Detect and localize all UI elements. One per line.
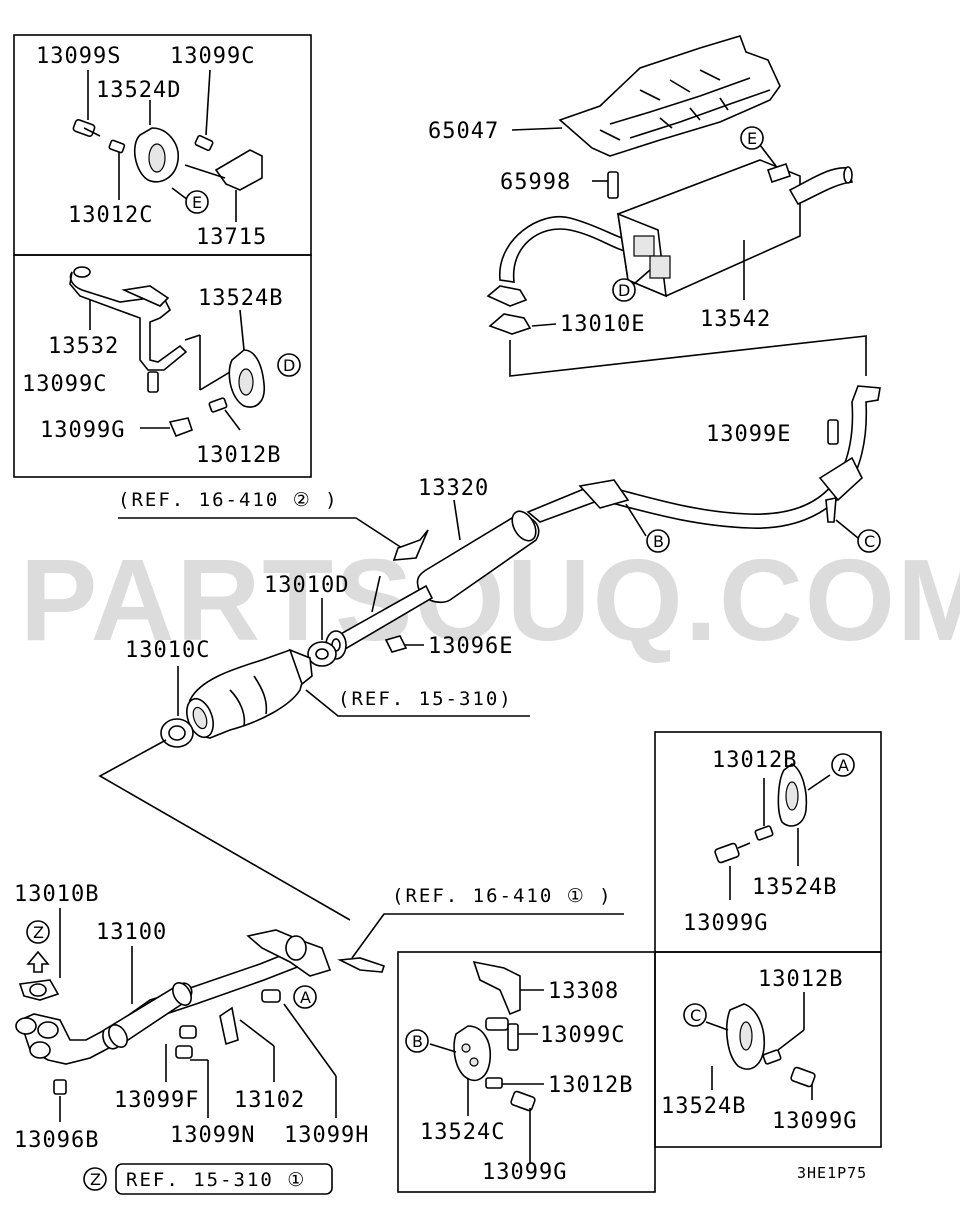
label-13099N: 13099N (170, 1123, 255, 1148)
label-13099F: 13099F (114, 1088, 199, 1113)
marker-e-top: E (192, 193, 202, 212)
connection-line-z (98, 739, 351, 921)
marker-z-bottom (83, 1167, 107, 1191)
label-65998: 65998 (500, 170, 571, 195)
label-13099G-c: 13099G (772, 1109, 857, 1134)
bolt-13099E (827, 419, 839, 445)
label-13524B-a: 13524B (752, 875, 837, 900)
label-13012B-b: 13012B (548, 1073, 633, 1098)
label-13012B-a: 13012B (712, 748, 797, 773)
label-13524D: 13524D (96, 78, 181, 103)
marker-c-pipe (857, 529, 881, 553)
label-13099E: 13099E (706, 422, 791, 447)
marker-z-front-text: Z (33, 923, 44, 942)
marker-e-right (740, 126, 764, 150)
label-13012B-box2: 13012B (196, 443, 281, 468)
label-13099C-top: 13099C (170, 44, 255, 69)
label-13010C: 13010C (125, 638, 210, 663)
main-muffler (486, 159, 854, 307)
label-13524C: 13524C (420, 1120, 505, 1145)
label-13010B: 13010B (14, 882, 99, 907)
ref-16-410-1: (REF. 16-410 ① ) (392, 885, 613, 907)
label-13010D: 13010D (264, 573, 349, 598)
label-13096B: 13096B (14, 1128, 99, 1153)
inset-mid-left-parts (69, 266, 301, 438)
marker-z-bottom-text: Z (90, 1170, 101, 1189)
ref-15-310-1-box (115, 1163, 333, 1195)
marker-b-pipe (646, 529, 670, 553)
label-13099C-b: 13099C (540, 1023, 625, 1048)
marker-b-pipe-text: B (653, 532, 664, 551)
label-13320: 13320 (418, 476, 489, 501)
marker-b-inset (405, 1029, 429, 1053)
ref-15-310-1: REF. 15-310 ① (126, 1169, 306, 1191)
label-13100: 13100 (96, 920, 167, 945)
marker-a-front (293, 985, 317, 1009)
label-65047: 65047 (428, 119, 499, 144)
label-13524B-c: 13524B (661, 1094, 746, 1119)
marker-d-right-text: D (618, 281, 630, 300)
marker-e-right-text: E (747, 129, 757, 148)
label-13099G-a: 13099G (683, 911, 768, 936)
label-13102: 13102 (234, 1088, 305, 1113)
label-13099C-box2: 13099C (22, 372, 107, 397)
marker-d-right (612, 278, 636, 302)
label-13010E: 13010E (560, 312, 645, 337)
label-13542: 13542 (700, 307, 771, 332)
inset-a-parts (714, 763, 831, 900)
ref-15-310: (REF. 15-310) (338, 688, 513, 710)
arrow-up-z (26, 950, 50, 973)
inset-c-parts (705, 992, 816, 1100)
marker-a-inset (831, 753, 855, 777)
bolt-65998 (607, 171, 619, 199)
marker-c-inset-text: C (690, 1006, 701, 1025)
heat-shield (558, 35, 781, 157)
label-13099G-b: 13099G (482, 1160, 567, 1185)
front-pipe (15, 929, 386, 1095)
diagram-code: 3HE1P75 (797, 1164, 867, 1182)
marker-b-inset-text: B (412, 1032, 423, 1051)
inset-top-left-parts (72, 69, 263, 222)
label-13099S: 13099S (36, 44, 121, 69)
label-13012C: 13012C (68, 203, 153, 228)
catalytic-converter (160, 648, 313, 748)
label-13099H: 13099H (284, 1123, 369, 1148)
label-13012B-c: 13012B (758, 967, 843, 992)
label-13099G-box2: 13099G (40, 418, 125, 443)
inset-b-parts (429, 960, 544, 1164)
ref-16-410-2: (REF. 16-410 ② ) (118, 489, 339, 511)
connection-line-e (509, 335, 867, 377)
label-13308: 13308 (548, 979, 619, 1004)
gasket-13010E (488, 313, 532, 335)
marker-c-inset (683, 1003, 707, 1027)
center-pipe (307, 385, 881, 667)
inset-box-mid-left (13, 254, 312, 478)
inset-box-b (397, 951, 656, 1193)
label-13096E: 13096E (428, 634, 513, 659)
label-13715: 13715 (196, 225, 267, 250)
label-13524B-box2: 13524B (198, 286, 283, 311)
marker-d-left: D (283, 356, 295, 375)
label-13532: 13532 (48, 334, 119, 359)
marker-a-inset-text: A (838, 756, 849, 775)
marker-c-pipe-text: C (864, 532, 875, 551)
marker-a-front-text: A (300, 988, 311, 1007)
marker-z-front (26, 920, 50, 944)
